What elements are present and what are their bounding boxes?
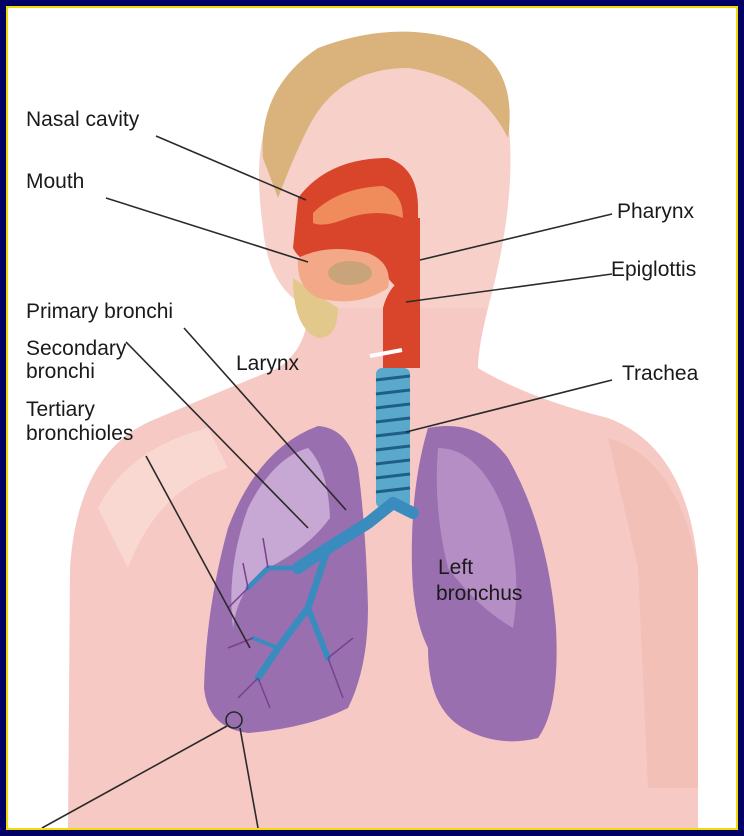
- respiratory-system-diagram: Nasal cavity Mouth Pharynx Epiglottis Pr…: [8, 8, 736, 828]
- diagram-canvas: Nasal cavity Mouth Pharynx Epiglottis Pr…: [6, 6, 738, 830]
- label-trachea: Trachea: [622, 362, 699, 385]
- label-epiglottis: Epiglottis: [611, 258, 696, 281]
- label-secondary-bronchi-line1: Secondary: [26, 337, 127, 360]
- label-nasal-cavity: Nasal cavity: [26, 108, 140, 131]
- label-secondary-bronchi-line2: bronchi: [26, 360, 95, 383]
- label-larynx: Larynx: [236, 352, 300, 375]
- tongue: [328, 261, 372, 285]
- label-tertiary-bronchioles-line2: bronchioles: [26, 422, 133, 445]
- label-tertiary-bronchioles-line1: Tertiary: [26, 398, 95, 421]
- label-left-bronchus-line1: Left: [438, 556, 473, 579]
- label-left-bronchus-line2: bronchus: [436, 582, 522, 605]
- label-primary-bronchi: Primary bronchi: [26, 300, 173, 323]
- label-pharynx: Pharynx: [617, 200, 695, 223]
- trachea-rings: [376, 368, 410, 508]
- label-mouth: Mouth: [26, 170, 84, 193]
